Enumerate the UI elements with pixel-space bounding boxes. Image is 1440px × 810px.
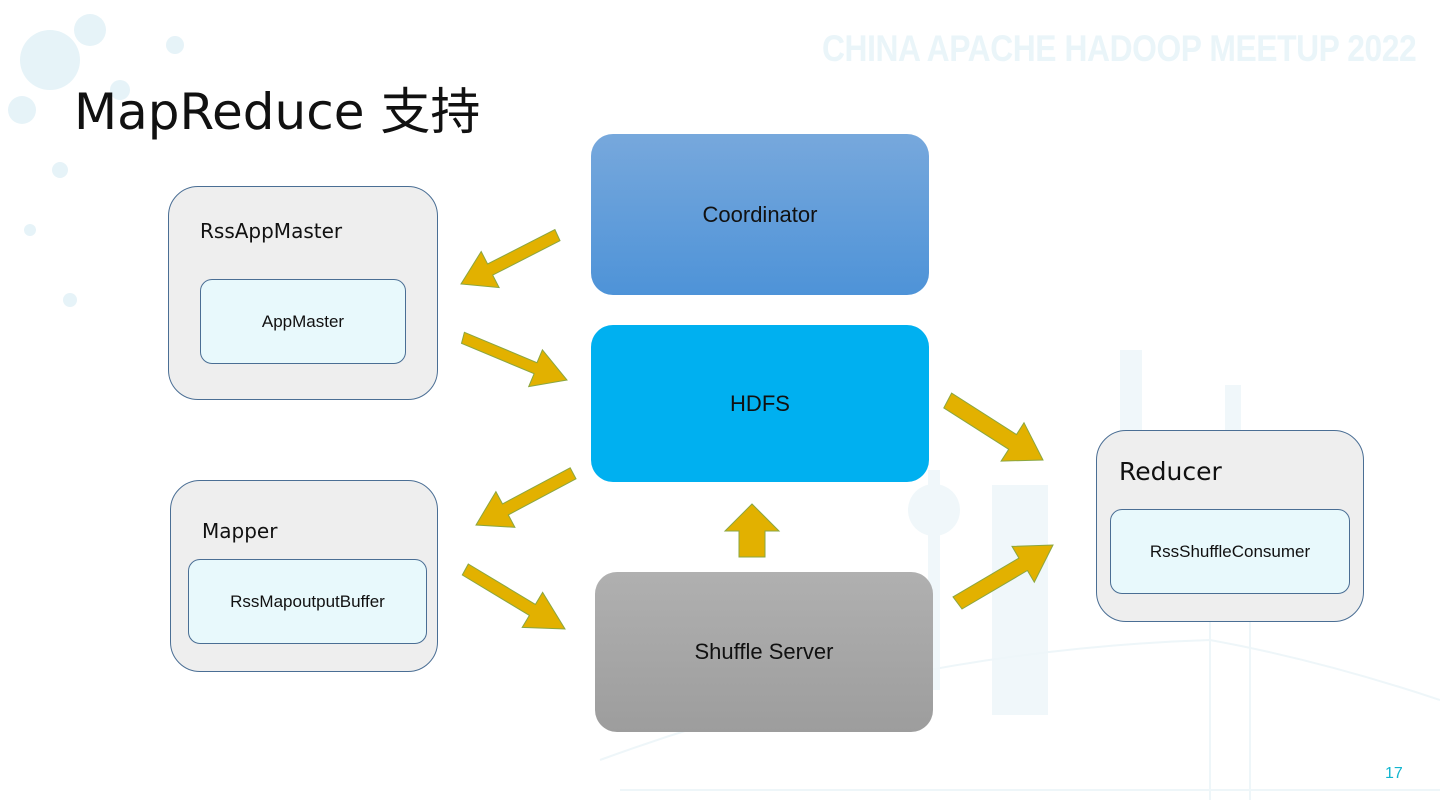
- page-number: 17: [1385, 765, 1403, 782]
- conference-watermark: CHINA APACHE HADOOP MEETUP 2022: [822, 28, 1417, 69]
- rss-shuffle-consumer-box: RssShuffleConsumer: [1110, 509, 1350, 594]
- hdfs-box: HDFS: [591, 325, 929, 482]
- mapper-label: Mapper: [202, 519, 278, 543]
- reducer-container: Reducer RssShuffleConsumer: [1096, 430, 1364, 622]
- slide-title: MapReduce 支持: [74, 83, 481, 141]
- reducer-label: Reducer: [1119, 457, 1222, 486]
- shuffle-server-box: Shuffle Server: [595, 572, 933, 732]
- rss-app-master-container: RssAppMaster AppMaster: [168, 186, 438, 400]
- coordinator-box: Coordinator: [591, 134, 929, 295]
- rss-app-master-label: RssAppMaster: [200, 219, 343, 243]
- rss-mapoutput-buffer-box: RssMapoutputBuffer: [188, 559, 427, 644]
- app-master-box: AppMaster: [200, 279, 406, 364]
- mapper-container: Mapper RssMapoutputBuffer: [170, 480, 438, 672]
